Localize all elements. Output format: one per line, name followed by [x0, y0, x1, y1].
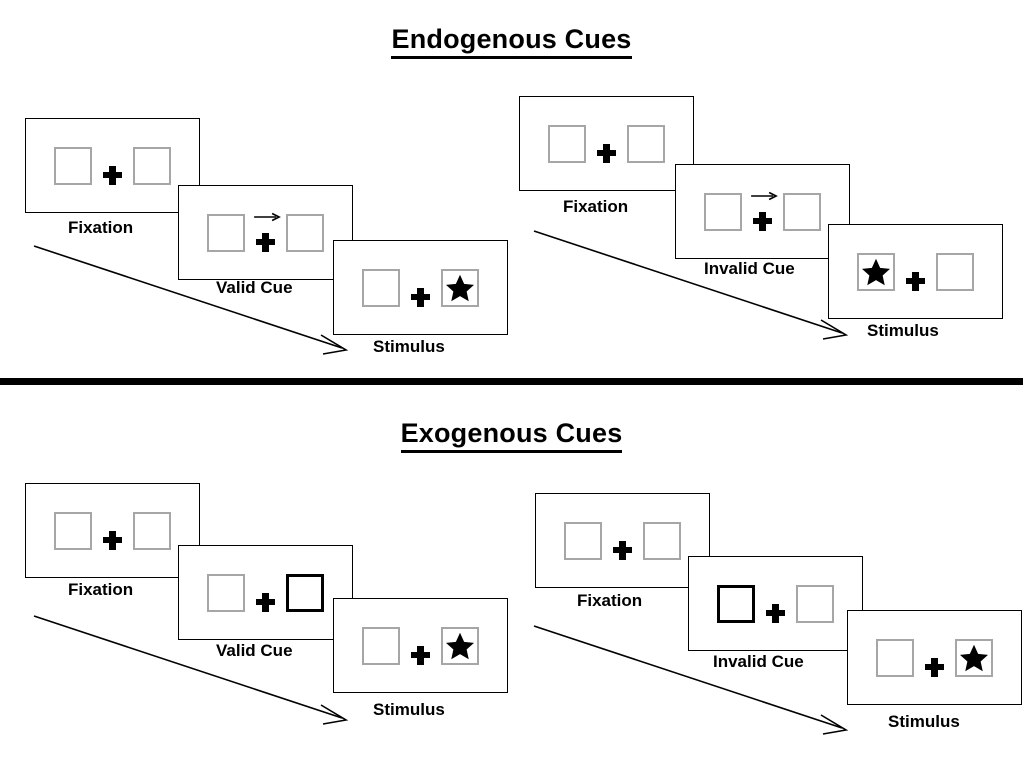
- sequence-exogenous-invalid: Fixation Invalid Cue: [510, 388, 1023, 767]
- frame-label-fixation: Fixation: [563, 197, 629, 216]
- center-stack: [613, 522, 632, 560]
- section-title-exogenous-text: Exogenous Cues: [400, 418, 623, 453]
- stimulus-box-left: [548, 124, 586, 163]
- trial-frame-cue: [675, 164, 850, 259]
- stimulus-box-right: [441, 626, 479, 665]
- star-icon: [960, 644, 988, 671]
- stimulus-box-right: [936, 252, 974, 291]
- stimulus-box-right: [955, 638, 993, 677]
- fixation-cross-icon: [256, 592, 275, 612]
- stimulus-box-left: [704, 192, 742, 231]
- stimulus-box-right: [627, 124, 665, 163]
- center-stack: [411, 627, 430, 665]
- fixation-cross-icon: [766, 603, 785, 623]
- sequence-exogenous-valid: Fixation Valid Cue: [0, 388, 520, 767]
- center-stack: [597, 125, 616, 163]
- trial-frame-fixation: [25, 118, 200, 213]
- section-title-exogenous: Exogenous Cues: [0, 418, 1023, 453]
- center-stack: [925, 639, 944, 677]
- fixation-cross-icon: [613, 540, 632, 560]
- frame-label-cue: Invalid Cue: [704, 259, 795, 278]
- section-exogenous: Exogenous Cues Fixation: [0, 388, 1023, 767]
- center-stack: [103, 512, 122, 550]
- stimulus-box-left: [857, 252, 895, 291]
- frame-label-stimulus: Stimulus: [373, 337, 445, 356]
- trial-frame-cue: [178, 185, 353, 280]
- section-title-endogenous: Endogenous Cues: [0, 24, 1023, 59]
- center-stack: [906, 253, 925, 291]
- star-icon: [446, 274, 474, 301]
- stimulus-box-right: [286, 213, 324, 252]
- frame-label-cue: Valid Cue: [216, 278, 293, 297]
- center-stack: [411, 269, 430, 307]
- stimulus-box-left: [876, 638, 914, 677]
- frame-label-fixation: Fixation: [68, 218, 134, 237]
- fixation-cross-icon: [103, 530, 122, 550]
- stimulus-box-right: [441, 268, 479, 307]
- stimulus-box-left: [362, 268, 400, 307]
- stimulus-box-left-cued: [717, 584, 755, 623]
- stimulus-box-right-cued: [286, 573, 324, 612]
- fixation-cross-icon: [411, 645, 430, 665]
- center-stack: [766, 585, 785, 623]
- star-icon: [446, 632, 474, 659]
- sequence-endogenous-invalid: Fixation Invalid Cue: [510, 0, 1023, 382]
- stimulus-box-right: [796, 584, 834, 623]
- frame-label-cue: Invalid Cue: [713, 652, 804, 671]
- fixation-cross-icon: [411, 287, 430, 307]
- frame-label-stimulus: Stimulus: [867, 321, 939, 340]
- center-stack: [256, 574, 275, 612]
- arrow-right-icon: [253, 212, 281, 221]
- sequence-endogenous-valid: Fixation Valid Cue: [0, 0, 520, 382]
- trial-frame-stimulus: [333, 598, 508, 693]
- stimulus-box-left: [54, 511, 92, 550]
- fixation-cross-icon: [753, 211, 772, 231]
- frame-label-stimulus: Stimulus: [888, 712, 960, 731]
- stimulus-box-right: [643, 521, 681, 560]
- center-stack: [103, 147, 122, 185]
- frame-label-stimulus: Stimulus: [373, 700, 445, 719]
- trial-frame-stimulus: [828, 224, 1003, 319]
- trial-frame-fixation: [519, 96, 694, 191]
- stimulus-box-left: [207, 573, 245, 612]
- trial-frame-stimulus: [847, 610, 1022, 705]
- trial-frame-fixation: [535, 493, 710, 588]
- trial-frame-cue: [688, 556, 863, 651]
- frame-label-fixation: Fixation: [577, 591, 643, 610]
- section-endogenous: Endogenous Cues Fixation: [0, 0, 1023, 382]
- section-title-endogenous-text: Endogenous Cues: [391, 24, 632, 59]
- fixation-cross-icon: [906, 271, 925, 291]
- trial-frame-cue: [178, 545, 353, 640]
- fixation-cross-icon: [597, 143, 616, 163]
- frame-label-cue: Valid Cue: [216, 641, 293, 660]
- frame-label-fixation: Fixation: [68, 580, 134, 599]
- star-icon: [862, 258, 890, 285]
- stimulus-box-left: [54, 146, 92, 185]
- center-stack: [253, 212, 281, 252]
- stimulus-box-left: [564, 521, 602, 560]
- arrow-right-icon: [750, 191, 778, 200]
- stimulus-box-right: [783, 192, 821, 231]
- stimulus-box-left: [207, 213, 245, 252]
- center-stack: [750, 191, 778, 231]
- trial-frame-stimulus: [333, 240, 508, 335]
- fixation-cross-icon: [103, 165, 122, 185]
- stimulus-box-right: [133, 511, 171, 550]
- fixation-cross-icon: [256, 232, 275, 252]
- fixation-cross-icon: [925, 657, 944, 677]
- stimulus-box-right: [133, 146, 171, 185]
- stimulus-box-left: [362, 626, 400, 665]
- trial-frame-fixation: [25, 483, 200, 578]
- section-divider: [0, 378, 1023, 385]
